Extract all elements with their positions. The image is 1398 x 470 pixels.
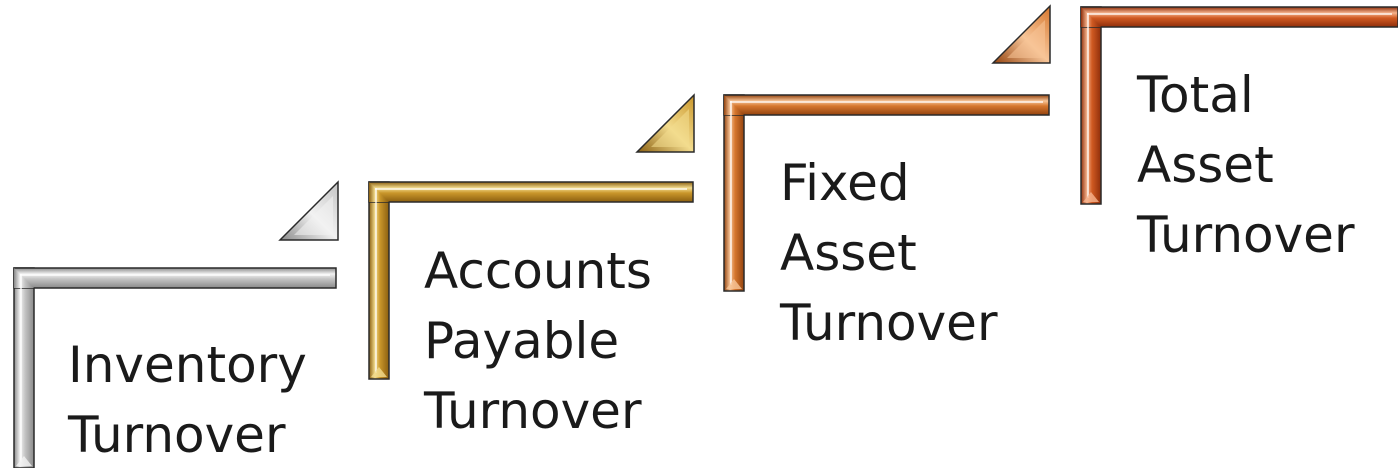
step-label-line: Asset: [1137, 136, 1274, 194]
step-frame-horizontal-arm: [723, 94, 1050, 116]
step-corner-triangle: [278, 180, 339, 241]
step-frame-corner: [724, 95, 744, 115]
step-label-line: Turnover: [68, 406, 286, 464]
step-frame-end-bevel: [16, 456, 32, 466]
step-frame-horizontal-arm: [1080, 6, 1398, 28]
step-corner-triangle: [635, 93, 695, 153]
step-label-line: Inventory: [68, 336, 307, 394]
step-frame-end-bevel: [726, 279, 742, 289]
step-label-fixed-asset-turnover: Fixed Asset Turnover: [780, 148, 998, 358]
step-label-line: Total: [1137, 66, 1254, 124]
step-frame-horizontal-arm: [368, 181, 694, 203]
step-frame-total-asset-turnover: [1080, 6, 1398, 205]
step-corner-triangle-highlight: [294, 196, 333, 235]
step-corner-triangle: [991, 4, 1051, 64]
step-frame-vertical-arm: [368, 181, 390, 380]
step-corner-triangle-highlight: [651, 109, 689, 147]
step-label-line: Asset: [780, 224, 917, 282]
step-frame-vertical-arm: [1080, 6, 1102, 205]
step-label-inventory-turnover: Inventory Turnover: [68, 330, 307, 470]
step-label-accounts-payable-turnover: Accounts Payable Turnover: [424, 236, 652, 446]
step-corner-triangle-highlight: [1007, 20, 1045, 58]
step-frame-end-bevel: [1083, 192, 1099, 202]
step-frame-corner: [1081, 7, 1101, 27]
step-frame-vertical-arm: [13, 267, 35, 468]
step-label-line: Turnover: [780, 294, 998, 352]
step-frame-horizontal-arm: [13, 267, 337, 289]
step-frame-end-bevel: [371, 367, 387, 377]
step-frame-vertical-arm: [723, 94, 745, 292]
step-frame-corner: [14, 268, 34, 288]
step-label-line: Turnover: [1137, 206, 1355, 264]
step-frame-corner: [369, 182, 389, 202]
step-frame-fixed-asset-turnover: [723, 94, 1050, 292]
step-label-total-asset-turnover: Total Asset Turnover: [1137, 60, 1355, 270]
step-label-line: Accounts: [424, 242, 652, 300]
step-label-line: Fixed: [780, 154, 910, 212]
step-frame-inventory-turnover: [13, 267, 337, 468]
step-label-line: Payable: [424, 312, 620, 370]
step-frame-accounts-payable-turnover: [368, 181, 694, 380]
step-label-line: Turnover: [424, 382, 642, 440]
